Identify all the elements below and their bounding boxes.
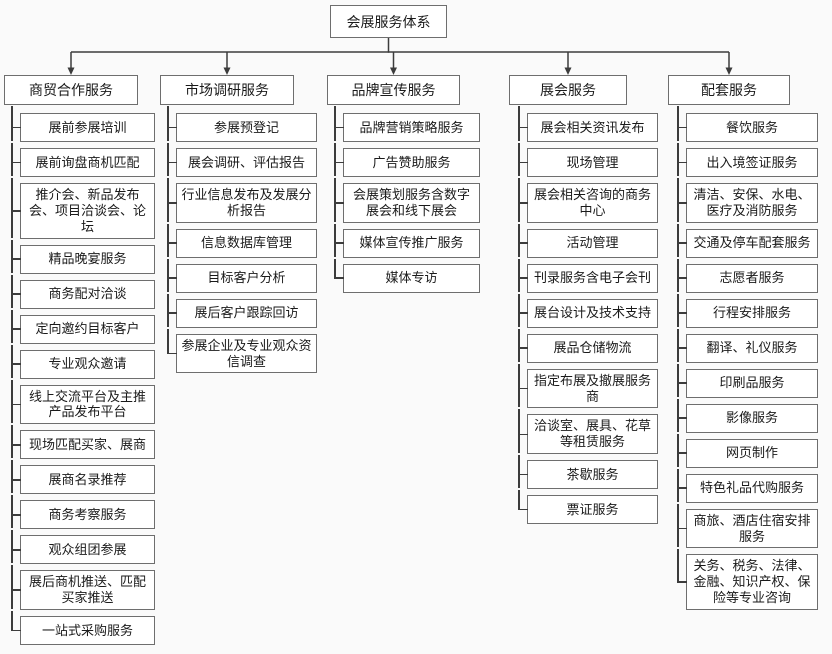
branch-header: 展会服务 (509, 75, 627, 105)
tree-node: 活动管理 (518, 223, 658, 258)
tree-node: 印刷品服务 (677, 363, 818, 398)
tree-node: 精品晚宴服务 (11, 239, 155, 274)
branch-header: 品牌宣传服务 (327, 75, 460, 105)
tree-node: 网页制作 (677, 433, 818, 468)
arrow-branch-5 (725, 52, 733, 75)
tree-node: 行业信息发布及发展分析报告 (167, 178, 317, 223)
tree-node: 刊录服务含电子会刊 (518, 258, 658, 293)
tree-node: 票证服务 (518, 490, 658, 525)
arrow-branch-3 (390, 52, 397, 75)
tree-node: 出入境签证服务 (677, 143, 818, 177)
tree-node: 定向邀约目标客户 (11, 309, 155, 344)
tree-node: 现场匹配买家、展商 (11, 425, 155, 460)
tree-node: 清洁、安保、水电、医疗及消防服务 (677, 178, 818, 223)
tree-node: 一站式采购服务 (11, 611, 155, 646)
tree-node: 志愿者服务 (677, 258, 818, 293)
arrow-branch-4 (564, 52, 572, 75)
tree-node: 指定布展及撤展服务商 (518, 363, 658, 409)
tree-node: 专业观众邀请 (11, 344, 155, 379)
tree-node: 商旅、酒店住宿安排服务 (677, 503, 818, 549)
tree-node: 现场管理 (518, 143, 658, 177)
tree-node: 展会调研、评估报告 (167, 143, 317, 177)
tree-node: 茶歇服务 (518, 455, 658, 490)
tree-node: 洽谈室、展具、花草等租赁服务 (518, 409, 658, 455)
tree-node: 推介会、新品发布会、项目洽谈会、论坛 (11, 178, 155, 239)
branch-items: 品牌营销策略服务广告赞助服务会展策划服务含数字展会和线下展会媒体宣传推广服务媒体… (334, 105, 480, 293)
tree-node: 广告赞助服务 (334, 143, 480, 177)
tree-node: 特色礼品代购服务 (677, 468, 818, 503)
tree-node: 目标客户分析 (167, 258, 317, 293)
tree-node: 影像服务 (677, 398, 818, 433)
tree-node: 信息数据库管理 (167, 223, 317, 258)
branch-items: 参展预登记展会调研、评估报告行业信息发布及发展分析报告信息数据库管理目标客户分析… (167, 105, 317, 374)
branch-header: 商贸合作服务 (4, 75, 138, 105)
branch-column-market-research: 市场调研服务 参展预登记展会调研、评估报告行业信息发布及发展分析报告信息数据库管… (160, 75, 317, 374)
tree-node: 餐饮服务 (677, 106, 818, 142)
root-node: 会展服务体系 (330, 5, 447, 38)
branch-items: 展会相关资讯发布现场管理展会相关咨询的商务中心活动管理刊录服务含电子会刊展台设计… (518, 105, 658, 525)
branch-column-trade-cooperation: 商贸合作服务 展前参展培训展前询盘商机匹配推介会、新品发布会、项目洽谈会、论坛精… (4, 75, 155, 646)
branch-column-brand-promotion: 品牌宣传服务 品牌营销策略服务广告赞助服务会展策划服务含数字展会和线下展会媒体宣… (327, 75, 480, 293)
tree-node: 展会相关资讯发布 (518, 106, 658, 142)
tree-node: 媒体宣传推广服务 (334, 223, 480, 258)
arrow-branch-1 (67, 52, 75, 75)
tree-node: 展会相关咨询的商务中心 (518, 178, 658, 223)
branch-header: 配套服务 (668, 75, 790, 105)
tree-node: 交通及停车配套服务 (677, 223, 818, 258)
tree-node: 行程安排服务 (677, 293, 818, 328)
tree-node: 线上交流平台及主推产品发布平台 (11, 379, 155, 425)
branch-column-supporting-service: 配套服务 餐饮服务出入境签证服务清洁、安保、水电、医疗及消防服务交通及停车配套服… (668, 75, 818, 611)
branch-column-exhibition-service: 展会服务 展会相关资讯发布现场管理展会相关咨询的商务中心活动管理刊录服务含电子会… (509, 75, 658, 525)
tree-node: 翻译、礼仪服务 (677, 328, 818, 363)
tree-node: 观众组团参展 (11, 530, 155, 565)
tree-node: 展前参展培训 (11, 106, 155, 142)
tree-node: 展后客户跟踪回访 (167, 293, 317, 328)
tree-node: 展台设计及技术支持 (518, 293, 658, 328)
tree-node: 商务考察服务 (11, 495, 155, 530)
tree-node: 展品仓储物流 (518, 328, 658, 363)
tree-node: 会展策划服务含数字展会和线下展会 (334, 178, 480, 223)
branch-header: 市场调研服务 (160, 75, 294, 105)
tree-node: 展后商机推送、匹配买家推送 (11, 565, 155, 611)
tree-node: 关务、税务、法律、金融、知识产权、保险等专业咨询 (677, 549, 818, 611)
tree-node: 展商名录推荐 (11, 460, 155, 495)
branch-items: 餐饮服务出入境签证服务清洁、安保、水电、医疗及消防服务交通及停车配套服务志愿者服… (677, 105, 818, 611)
tree-node: 参展企业及专业观众资信调查 (167, 328, 317, 374)
branch-items: 展前参展培训展前询盘商机匹配推介会、新品发布会、项目洽谈会、论坛精品晚宴服务商务… (11, 105, 155, 646)
tree-node: 媒体专访 (334, 258, 480, 293)
arrow-branch-2 (223, 52, 231, 75)
tree-node: 展前询盘商机匹配 (11, 143, 155, 177)
tree-node: 品牌营销策略服务 (334, 106, 480, 142)
tree-node: 参展预登记 (167, 106, 317, 142)
tree-node: 商务配对洽谈 (11, 274, 155, 309)
